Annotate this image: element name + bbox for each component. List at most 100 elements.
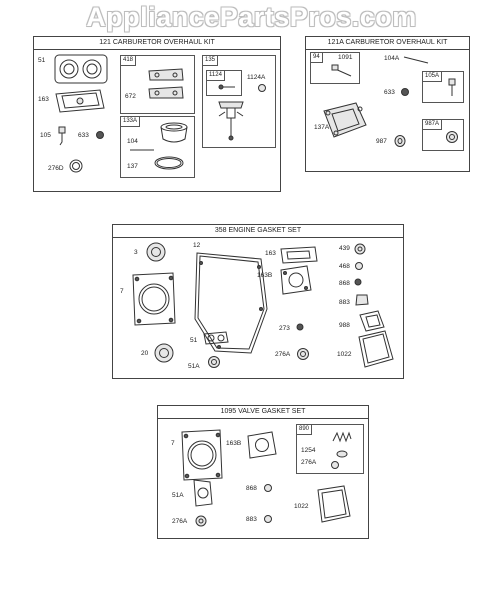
part-1091-needle[interactable] [331, 64, 355, 80]
subassembly-label[interactable]: 94 [311, 53, 323, 63]
part-51a-gasket[interactable] [207, 354, 221, 370]
part-label[interactable]: 137 [127, 163, 138, 170]
part-104-pin[interactable] [129, 147, 155, 153]
part-276a-oring[interactable] [194, 514, 208, 528]
part-883-gasket[interactable] [262, 513, 274, 525]
part-label[interactable]: 276D [48, 165, 64, 172]
subassembly-label[interactable]: 135 [203, 56, 219, 66]
part-51a-intake-gasket[interactable] [190, 478, 214, 508]
subassembly-label[interactable]: 987A [423, 120, 443, 130]
part-883-gasket[interactable] [354, 293, 370, 307]
part-163-gasket[interactable] [279, 245, 319, 265]
part-label[interactable]: 163 [265, 250, 276, 257]
part-1124-spring[interactable] [217, 82, 237, 92]
part-105a-needle[interactable] [447, 78, 457, 98]
part-276a-oring[interactable] [329, 459, 341, 471]
part-label[interactable]: 1091 [338, 54, 353, 61]
part-label[interactable]: 439 [339, 245, 350, 252]
part-label[interactable]: 868 [339, 280, 350, 287]
part-633-seal[interactable] [399, 86, 411, 98]
subassembly-label[interactable]: 890 [297, 425, 313, 435]
part-276a-oring[interactable] [295, 346, 311, 362]
part-20-oil-seal[interactable] [153, 342, 175, 364]
part-133a-float-bowl[interactable] [159, 121, 189, 145]
part-988-gasket[interactable] [358, 309, 386, 333]
part-273-seal[interactable] [295, 322, 305, 332]
subassembly-label[interactable]: 133A [121, 117, 141, 127]
kit-358-title: 358 ENGINE GASKET SET [113, 225, 403, 238]
part-label[interactable]: 273 [279, 325, 290, 332]
part-163b-gasket[interactable] [277, 264, 313, 296]
part-3-oil-seal[interactable] [145, 241, 167, 263]
part-label[interactable]: 276A [172, 518, 188, 525]
subassembly-label[interactable]: 1124 [207, 71, 225, 81]
part-868-plug[interactable] [262, 482, 274, 494]
part-135-float-assembly[interactable] [211, 98, 251, 142]
subassembly-105a: 105A [422, 71, 464, 103]
part-label[interactable]: 51 [38, 57, 46, 64]
part-7-cylinder-head-gasket[interactable] [180, 428, 224, 482]
part-1022-valve-cover-gasket[interactable] [355, 329, 395, 369]
part-label[interactable]: 163 [38, 96, 49, 103]
part-label[interactable]: 988 [339, 322, 350, 329]
part-468-seal[interactable] [353, 260, 365, 272]
part-label[interactable]: 633 [384, 89, 395, 96]
subassembly-987a: 987A [422, 119, 464, 151]
kit-121a-title: 121A CARBURETOR OVERHAUL KIT [306, 37, 469, 50]
part-label[interactable]: 1022 [337, 351, 352, 358]
part-104a-pin[interactable] [402, 55, 430, 65]
part-12-crankcase-gasket[interactable] [191, 249, 271, 359]
part-label[interactable]: 105 [40, 132, 51, 139]
part-51-gasket[interactable] [202, 331, 230, 345]
part-51-gasket[interactable] [54, 54, 108, 84]
part-label[interactable]: 51 [190, 337, 198, 344]
part-1124a-screw[interactable] [256, 82, 268, 94]
part-label[interactable]: 672 [125, 93, 136, 100]
part-105-needle[interactable] [56, 126, 68, 146]
part-label[interactable]: 276A [275, 351, 291, 358]
part-label[interactable]: 137A [314, 124, 330, 131]
part-label[interactable]: 987 [376, 138, 387, 145]
part-276d-oring[interactable] [68, 158, 84, 174]
part-label[interactable]: 868 [246, 485, 257, 492]
part-987-seal[interactable] [392, 134, 408, 148]
part-890-valve-spring[interactable] [331, 429, 353, 445]
part-label[interactable]: 51A [188, 363, 200, 370]
part-163b-gasket[interactable] [244, 430, 278, 460]
part-label[interactable]: 1124A [247, 74, 266, 81]
kit-1095-valve-gasket-set: 1095 VALVE GASKET SET 7 163B 890 1254 27… [157, 405, 369, 539]
part-137-gasket-ring[interactable] [153, 155, 185, 171]
part-label[interactable]: 163B [257, 272, 273, 279]
part-1254-retainer[interactable] [335, 449, 349, 459]
part-label[interactable]: 1254 [301, 447, 316, 454]
subassembly-1124: 1124 [206, 70, 242, 96]
part-163-gasket[interactable] [54, 88, 106, 114]
part-7-cylinder-head-gasket[interactable] [131, 271, 177, 327]
part-987a-seal[interactable] [444, 129, 460, 145]
part-439-seal[interactable] [353, 242, 367, 256]
part-label[interactable]: 468 [339, 263, 350, 270]
part-137a-gasket[interactable] [320, 101, 370, 141]
part-1022-valve-cover-gasket[interactable] [314, 484, 352, 524]
part-label[interactable]: 51A [172, 492, 184, 499]
part-label[interactable]: 7 [120, 288, 124, 295]
part-label[interactable]: 633 [78, 132, 89, 139]
subassembly-label[interactable]: 105A [423, 72, 443, 82]
part-label[interactable]: 883 [339, 299, 350, 306]
part-418-gasket-top[interactable] [147, 68, 185, 82]
part-868-plug[interactable] [353, 277, 363, 287]
part-label[interactable]: 276A [301, 459, 317, 466]
part-672-gasket[interactable] [147, 86, 185, 100]
subassembly-label[interactable]: 418 [121, 56, 137, 66]
part-label[interactable]: 1022 [294, 503, 309, 510]
part-label[interactable]: 20 [141, 350, 149, 357]
part-label[interactable]: 883 [246, 516, 257, 523]
part-label[interactable]: 3 [134, 249, 138, 256]
part-label[interactable]: 12 [193, 242, 201, 249]
part-label[interactable]: 104A [384, 55, 400, 62]
part-label[interactable]: 163B [226, 440, 242, 447]
part-633-seal[interactable] [95, 130, 105, 140]
kit-121-title: 121 CARBURETOR OVERHAUL KIT [34, 37, 280, 50]
part-label[interactable]: 104 [127, 138, 138, 145]
part-label[interactable]: 7 [171, 440, 175, 447]
